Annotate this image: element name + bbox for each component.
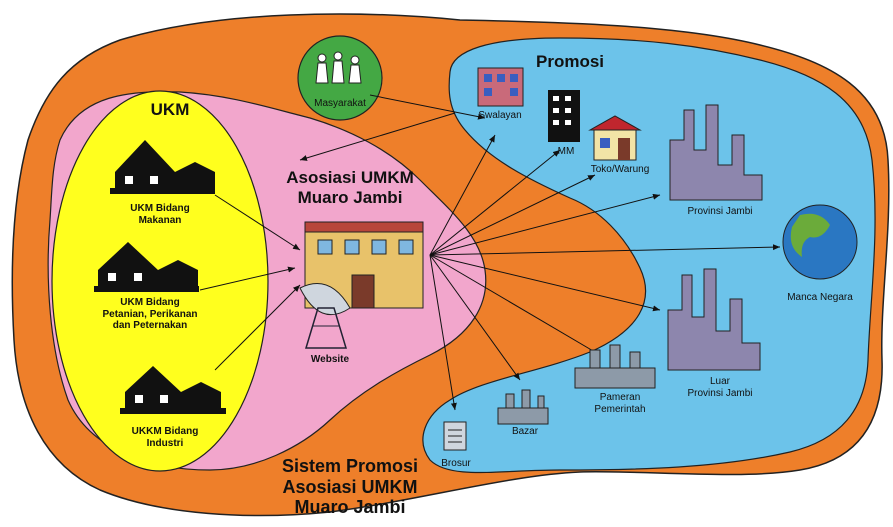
pameran-icon <box>574 344 656 389</box>
ukm-item-makanan: UKM Bidang Makanan <box>130 203 190 226</box>
house-icon-makanan <box>110 140 215 194</box>
manca-negara-label: Manca Negara <box>787 292 853 303</box>
ukm-item-pertanian: UKM Bidang Petanian, Perikanan dan Peter… <box>102 297 198 331</box>
globe-icon <box>782 204 858 280</box>
masyarakat-label: Masyarakat <box>314 98 366 109</box>
sistem-promosi-title: Sistem Promosi Asosiasi UMKM Muaro Jambi <box>281 456 419 518</box>
brosur-label: Brosur <box>441 458 471 469</box>
satellite-dish-icon <box>299 283 351 349</box>
toko-icon <box>588 115 642 161</box>
bazar-label: Bazar <box>511 426 539 437</box>
people-icon <box>315 51 362 84</box>
house-icon-pertanian <box>94 242 199 292</box>
swalayan-label: Swalayan <box>478 110 522 121</box>
luar-provinsi-label: Luar Provinsi Jambi <box>687 376 753 399</box>
bazar-icon <box>497 389 549 425</box>
provinsi-jambi-label: Provinsi Jambi <box>687 206 753 217</box>
arrows <box>199 94 781 411</box>
website-label: Website <box>310 354 350 365</box>
mm-label: MM <box>557 146 575 157</box>
ukm-item-industri: UKKM Bidang Industri <box>131 426 199 449</box>
promosi-title: Promosi <box>535 52 605 71</box>
brosur-icon <box>443 421 467 451</box>
toko-label: Toko/Warung <box>590 164 650 175</box>
swalayan-icon <box>477 67 524 107</box>
luar-provinsi-city-icon <box>667 268 761 371</box>
asosiasi-title: Asosiasi UMKM Muaro Jambi <box>286 168 414 207</box>
house-icon-industri <box>120 366 226 414</box>
mm-icon <box>548 90 580 142</box>
promosi-region <box>422 37 876 474</box>
ukm-title: UKM <box>150 100 190 119</box>
pameran-label: Pameran Pemerintah <box>594 392 646 415</box>
provinsi-jambi-city-icon <box>669 104 763 201</box>
